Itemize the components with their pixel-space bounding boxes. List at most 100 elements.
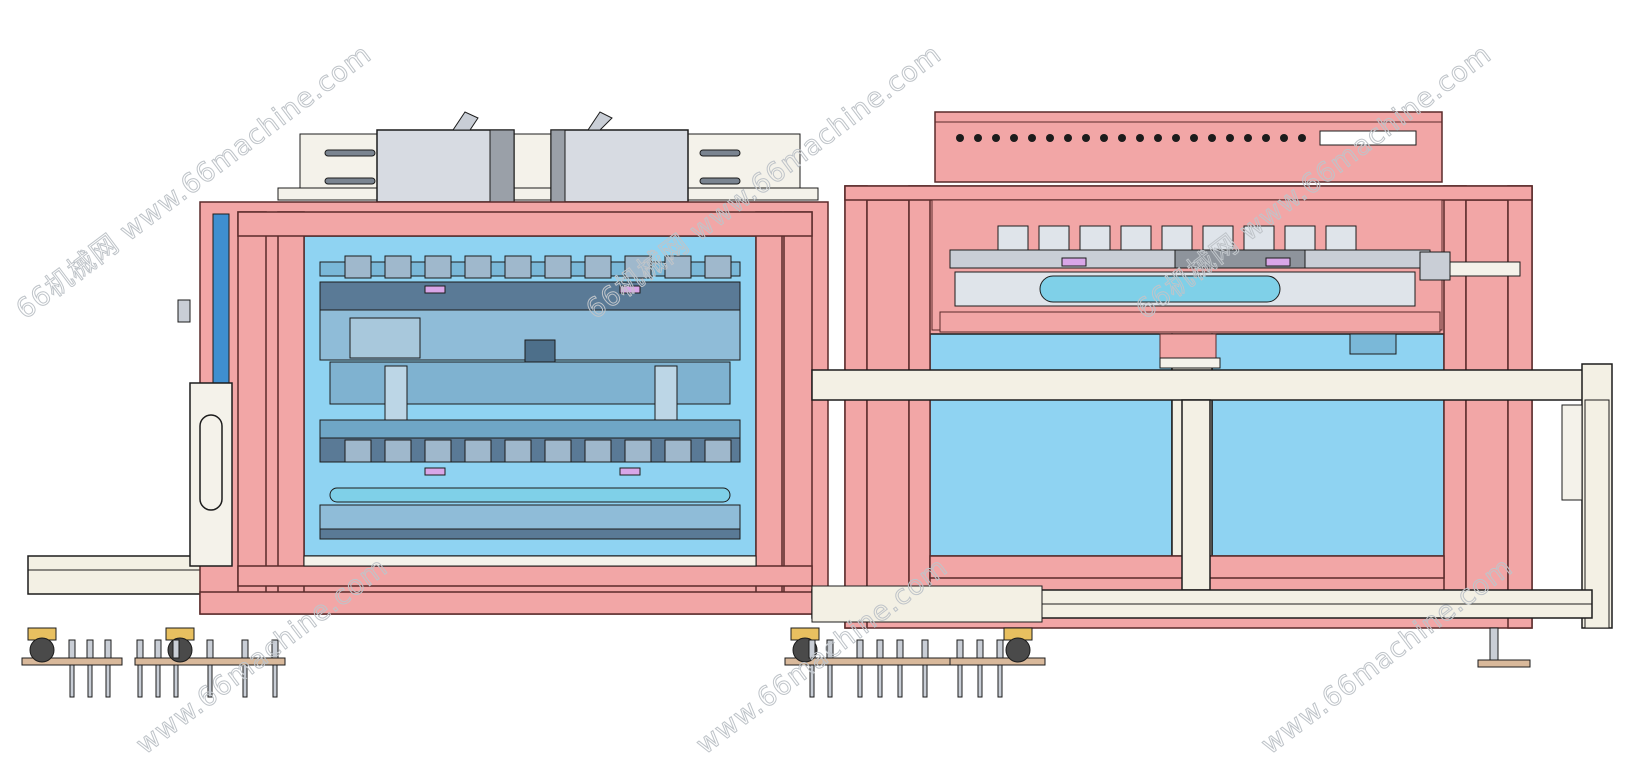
gripper-rail-assembly (931, 199, 1521, 369)
vent-hole (992, 134, 1000, 142)
gripper-block (704, 439, 732, 463)
gripper-block (664, 439, 692, 463)
vent-hole (1118, 134, 1126, 142)
left-internal-mechanism (319, 255, 741, 540)
gripper-block (624, 439, 652, 463)
marker-tag (424, 285, 446, 294)
leveling-foot-icon (154, 639, 162, 659)
leveling-foot-icon (86, 639, 94, 659)
gripper-block (384, 439, 412, 463)
bolt-icon (105, 664, 111, 698)
gripper-block (1038, 225, 1070, 251)
marker-tag (424, 467, 446, 476)
bolt-icon (207, 664, 213, 698)
caster-wheel-icon (1005, 637, 1031, 663)
bolt-icon (957, 664, 963, 698)
vent-hole (1244, 134, 1252, 142)
gripper-block (624, 255, 652, 279)
leveling-foot-icon (956, 639, 964, 659)
bolt-icon (857, 664, 863, 698)
gripper-block (384, 255, 412, 279)
leveling-foot-icon (104, 639, 112, 659)
conveyor-beams (811, 363, 1613, 629)
bolt-icon (137, 664, 143, 698)
right-glass-right (1211, 333, 1445, 557)
gripper-block (344, 439, 372, 463)
leveling-foot-icon (826, 639, 834, 659)
bolt-icon (242, 664, 248, 698)
leveling-foot-icon (976, 639, 984, 659)
leveling-foot-icon (808, 639, 816, 659)
leveling-foot-icon (136, 639, 144, 659)
right-glass-left (929, 333, 1173, 557)
vent-hole (1298, 134, 1306, 142)
gripper-block (544, 439, 572, 463)
bolt-icon (827, 664, 833, 698)
leveling-foot-icon (206, 639, 214, 659)
gripper-block (424, 439, 452, 463)
gripper-block (1079, 225, 1111, 251)
bolt-icon (173, 664, 179, 698)
gripper-block (1243, 225, 1275, 251)
vent-hole (1010, 134, 1018, 142)
gripper-block (344, 255, 372, 279)
leveling-foot-icon (271, 639, 279, 659)
vent-hole (1280, 134, 1288, 142)
bolt-icon (272, 664, 278, 698)
marker-tag (619, 285, 641, 294)
gripper-block (664, 255, 692, 279)
vent-hole (956, 134, 964, 142)
leveling-foot-icon (1489, 627, 1499, 661)
gripper-block (504, 439, 532, 463)
leveling-foot-icon (921, 639, 929, 659)
vent-hole (1046, 134, 1054, 142)
base-pad (949, 657, 1046, 666)
gripper-block (997, 225, 1029, 251)
gripper-block (1202, 225, 1234, 251)
leveling-foot-icon (896, 639, 904, 659)
gripper-block (504, 255, 532, 279)
vent-hole (1154, 134, 1162, 142)
vent-hole (974, 134, 982, 142)
vent-hole (1028, 134, 1036, 142)
leveling-foot-icon (241, 639, 249, 659)
left-front-frame (199, 211, 829, 615)
leveling-foot-icon (996, 639, 1004, 659)
leveling-foot-icon (172, 639, 180, 659)
gripper-block (464, 439, 492, 463)
leveling-foot-icon (68, 639, 76, 659)
bolt-icon (69, 664, 75, 698)
bolt-icon (922, 664, 928, 698)
gripper-block (1120, 225, 1152, 251)
gripper-block (424, 255, 452, 279)
gripper-block (1325, 225, 1357, 251)
top-actuator-mount (277, 111, 819, 203)
caster-wheel-icon (29, 637, 55, 663)
gripper-block (1161, 225, 1193, 251)
vent-hole (1208, 134, 1216, 142)
leveling-foot-icon (876, 639, 884, 659)
base-pad (1477, 659, 1531, 668)
bolt-icon (809, 664, 815, 698)
marker-tag (619, 467, 641, 476)
gripper-block (464, 255, 492, 279)
bolt-icon (877, 664, 883, 698)
marker-tag (1061, 257, 1087, 267)
vent-hole (1136, 134, 1144, 142)
bolt-icon (997, 664, 1003, 698)
bolt-icon (87, 664, 93, 698)
vent-hole (1226, 134, 1234, 142)
bolt-icon (977, 664, 983, 698)
marker-tag (1265, 257, 1291, 267)
leveling-foot-icon (856, 639, 864, 659)
bolt-icon (155, 664, 161, 698)
left-machine (177, 111, 829, 615)
gripper-block (704, 255, 732, 279)
bolt-icon (897, 664, 903, 698)
gripper-block (1284, 225, 1316, 251)
side-control-box (177, 299, 233, 567)
top-control-housing (934, 111, 1443, 183)
gripper-block (584, 439, 612, 463)
